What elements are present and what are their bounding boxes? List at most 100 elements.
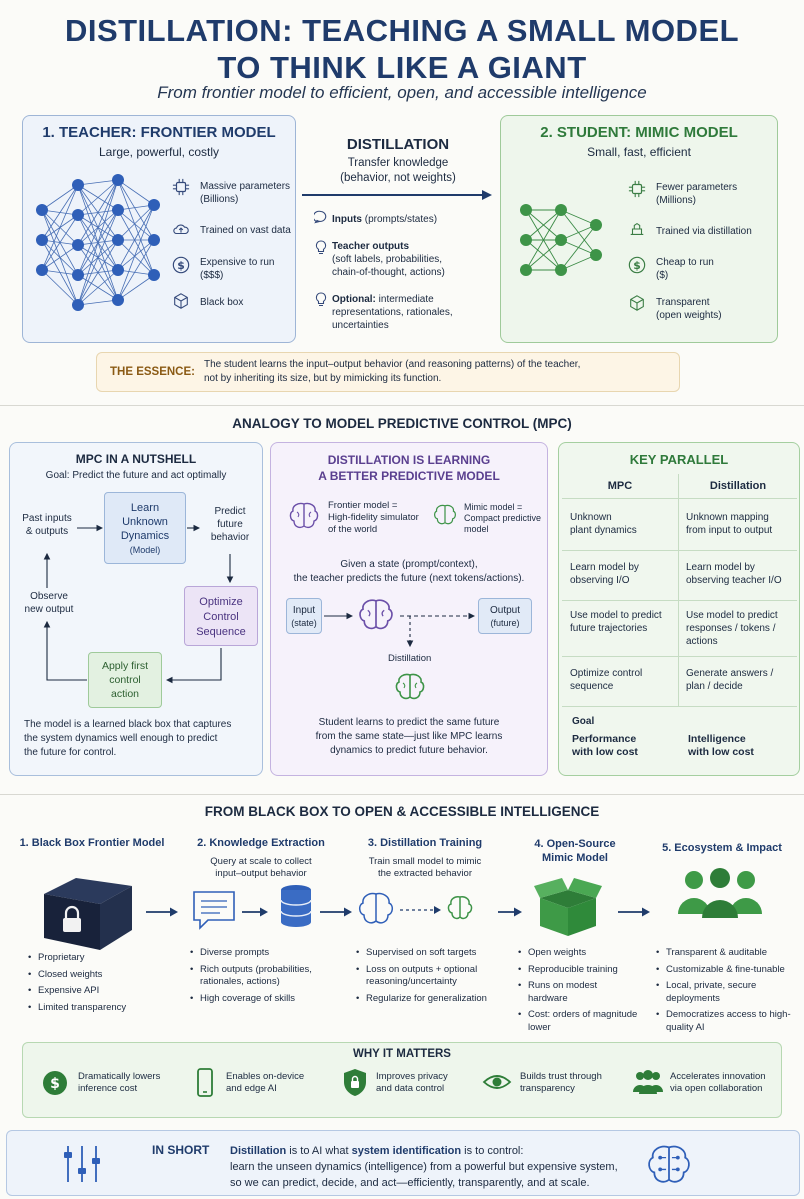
step-4-bullets: Open weights Reproducible training Runs … — [518, 947, 638, 1038]
cloud-upload-icon — [172, 220, 190, 243]
community-people-icon — [678, 868, 762, 918]
key-parallel-title: KEY PARALLEL — [629, 452, 729, 467]
cube-icon — [172, 292, 190, 315]
step-2-title: 2. Knowledge Extraction — [197, 837, 325, 849]
optimize-box: Optimize Control Sequence — [184, 586, 258, 646]
student-feature-params: Fewer parameters(Millions) — [656, 182, 738, 206]
nutshell-title: MPC IN A NUTSHELL — [75, 452, 197, 466]
parallel-col-mpc: MPC — [607, 480, 633, 492]
teacher-feature-blackbox: Black box — [200, 297, 244, 308]
student-title: 2. STUDENT: MIMIC MODEL — [540, 124, 738, 141]
distillation-arrow-icon — [302, 190, 492, 200]
past-inputs-label: Past inputs& outputs — [22, 513, 72, 537]
step-1-bullets: Proprietary Closed weights Expensive API… — [28, 952, 178, 1018]
teacher-student-brain-icon — [359, 892, 473, 924]
distillation-item-inputs: Inputs (prompts/states) — [332, 214, 438, 225]
dollar-circle-icon: $ — [42, 1070, 68, 1101]
student-feature-trained: Trained via distillation — [656, 226, 752, 237]
graduation-icon — [628, 220, 646, 243]
teacher-feature-params: Massive parameters(Billions) — [200, 181, 291, 205]
essence-box — [96, 352, 680, 392]
black-box-lock-icon — [44, 878, 132, 950]
in-short-label: IN SHORT — [152, 1143, 210, 1157]
apply-action-box: Apply first control action — [88, 652, 162, 708]
input-state-box: Input(state) — [286, 598, 322, 634]
frontier-model-label: Frontier model = High-fidelity simulator… — [328, 500, 419, 535]
learning-flow-arrows — [324, 612, 476, 648]
teacher-feature-cost: Expensive to run($$$) — [200, 257, 275, 281]
output-future-box: Output(future) — [478, 598, 532, 634]
chip-icon — [628, 180, 646, 203]
in-short-panel — [6, 1130, 800, 1196]
essence-label: THE ESSENCE: — [110, 366, 195, 378]
section-divider — [0, 794, 804, 795]
shield-lock-icon — [342, 1068, 368, 1103]
dollar-icon: $ — [628, 256, 646, 279]
database-icon — [280, 885, 312, 927]
nutshell-caption: The model is a learned black box that ca… — [24, 719, 232, 758]
chat-document-icon — [193, 891, 235, 930]
given-state-text: Given a state (prompt/context),the teach… — [293, 559, 525, 584]
learning-caption: Student learns to predict the same futur… — [315, 717, 503, 756]
student-feature-cost: Cheap to run($) — [656, 257, 714, 281]
pipeline-title: FROM BLACK BOX TO OPEN & ACCESSIBLE INTE… — [204, 804, 600, 819]
cube-open-icon — [628, 294, 646, 317]
essence-text: The student learns the input–output beha… — [204, 359, 581, 384]
dollar-icon: $ — [172, 256, 190, 279]
distillation-item-optional: Optional: intermediate representations, … — [332, 294, 453, 331]
step-1-title: 1. Black Box Frontier Model — [19, 837, 165, 849]
mpc-loop-arrows — [43, 524, 234, 684]
step-3-bullets: Supervised on soft targets Loss on outpu… — [356, 947, 506, 1009]
lightbulb-icon — [314, 240, 328, 261]
brain-icon — [287, 500, 321, 537]
pipeline-arrow-icon — [242, 907, 268, 917]
svg-text:$: $ — [177, 259, 185, 272]
speech-bubble-icon — [312, 210, 328, 229]
teacher-subtitle: Large, powerful, costly — [98, 145, 220, 159]
step-3-title: 3. Distillation Training — [367, 837, 483, 849]
title-line-1: DISTILLATION: TEACHING A SMALL MODEL — [64, 13, 740, 48]
brain-teacher-icon — [356, 596, 396, 639]
student-network-icon — [520, 204, 602, 276]
teacher-network-icon — [36, 174, 160, 311]
pipeline-arrow-icon — [498, 907, 522, 917]
distillation-title: DISTILLATION — [346, 136, 450, 153]
svg-text:$: $ — [633, 259, 641, 272]
why-title: WHY IT MATTERS — [353, 1048, 451, 1060]
title-line-2: TO THINK LIKE A GIANT — [217, 50, 587, 85]
mpc-section-title: ANALOGY TO MODEL PREDICTIVE CONTROL (MPC… — [232, 416, 572, 431]
predict-label: Predict future behavior — [210, 506, 250, 543]
eye-icon — [482, 1072, 512, 1097]
pipeline-arrow-icon — [320, 907, 352, 917]
distillation-subtitle: Transfer knowledge(behavior, not weights… — [340, 157, 456, 184]
step-5-title: 5. Ecosystem & Impact — [662, 842, 782, 854]
page-subtitle: From frontier model to efficient, open, … — [157, 83, 647, 102]
student-subtitle: Small, fast, efficient — [587, 145, 691, 159]
team-icon — [632, 1068, 664, 1101]
brain-student-icon — [393, 670, 427, 709]
pipeline-arrow-icon — [618, 907, 650, 917]
step-5-bullets: Transparent & auditable Customizable & f… — [656, 947, 802, 1038]
distillation-flow-label: Distillation — [388, 653, 432, 664]
smartphone-icon — [196, 1068, 214, 1103]
teacher-feature-data: Trained on vast data — [200, 225, 291, 236]
open-box-icon — [534, 878, 602, 936]
section-divider — [0, 405, 804, 406]
parallel-divider — [678, 474, 679, 706]
brain-circuit-icon — [644, 1140, 694, 1195]
teacher-title: 1. TEACHER: FRONTIER MODEL — [42, 124, 276, 141]
